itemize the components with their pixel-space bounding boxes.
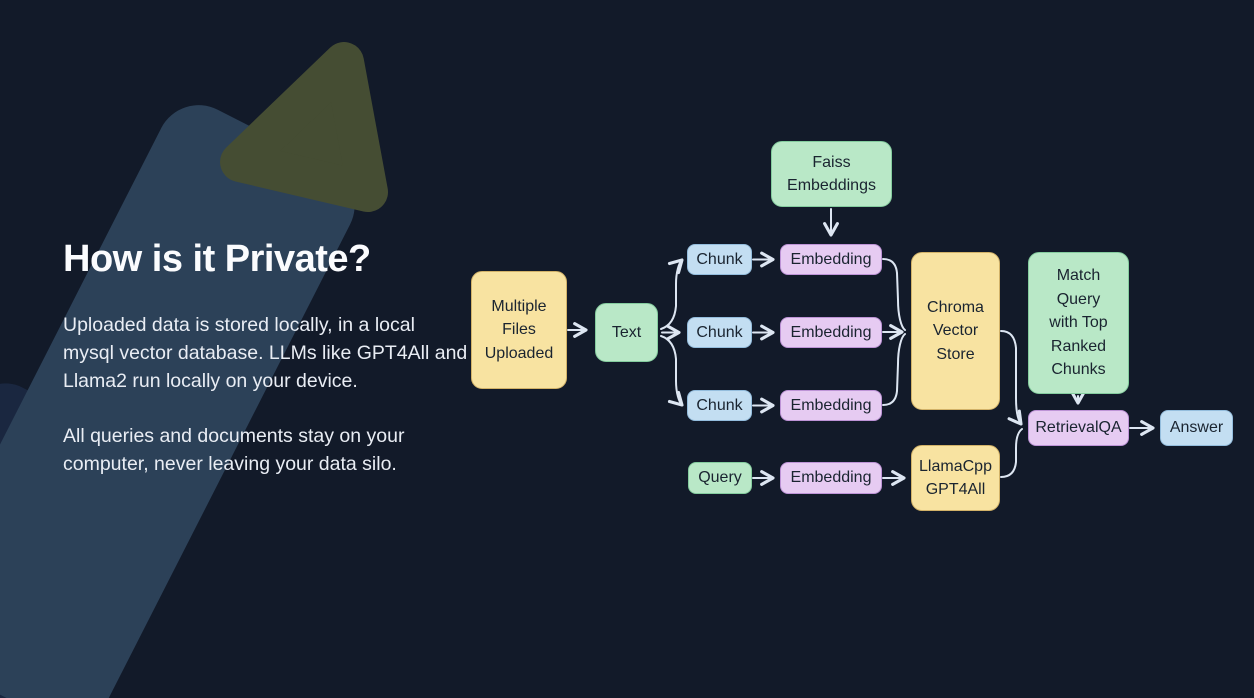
node-embedding-query: Embedding xyxy=(780,462,882,494)
body-paragraph-2: All queries and documents stay on your c… xyxy=(63,425,405,475)
left-panel: How is it Private? Uploaded data is stor… xyxy=(63,238,471,478)
page-title: How is it Private? xyxy=(63,238,371,280)
node-answer: Answer xyxy=(1160,410,1233,446)
node-embedding-2: Embedding xyxy=(780,317,882,348)
edge-embedding-1-chroma xyxy=(882,258,906,331)
node-query: Query xyxy=(688,462,752,494)
node-chunk-3: Chunk xyxy=(687,390,752,421)
node-llamacpp-gpt4all: LlamaCpp GPT4All xyxy=(911,445,1000,511)
node-multiple-files-uploaded: Multiple Files Uploaded xyxy=(471,271,567,389)
node-chroma-vector-store: Chroma Vector Store xyxy=(911,252,1000,410)
node-embedding-3: Embedding xyxy=(780,390,882,421)
pencil-tip-icon xyxy=(220,42,388,212)
body-paragraph-1: Uploaded data is stored locally, in a lo… xyxy=(63,314,468,392)
node-chunk-2: Chunk xyxy=(687,317,752,348)
edge-text-chunk-1 xyxy=(660,258,684,330)
node-embedding-1: Embedding xyxy=(780,244,882,275)
node-chunk-1: Chunk xyxy=(687,244,752,275)
node-faiss-embeddings: Faiss Embeddings xyxy=(771,141,892,207)
edge-embedding-3-chroma xyxy=(882,333,906,406)
node-text: Text xyxy=(595,303,658,362)
edge-text-chunk-3 xyxy=(660,335,684,407)
node-match-query: Match Query with Top Ranked Chunks xyxy=(1028,252,1129,394)
edge-chroma-retrievalqa xyxy=(1000,330,1023,426)
node-retrievalqa: RetrievalQA xyxy=(1028,410,1129,446)
edge-llamacpp-retrievalqa xyxy=(1000,428,1023,478)
